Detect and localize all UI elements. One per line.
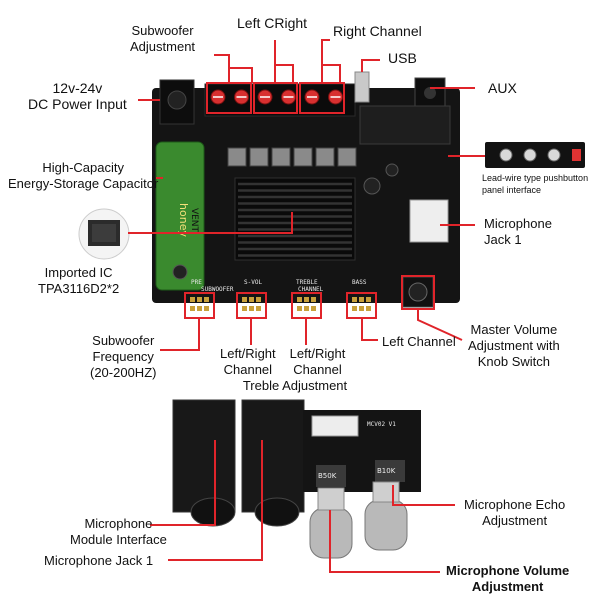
mic-jack-left — [172, 399, 236, 513]
label-right-channel: Right Channel — [333, 23, 422, 39]
label-capacitor: High-Capacity Energy-Storage Capacitor — [8, 160, 159, 191]
inductor — [293, 147, 313, 167]
label-left-cright: Left CRight — [237, 15, 308, 31]
mic-jack-right — [241, 399, 305, 513]
header-pin — [297, 297, 302, 302]
label-left-channel: Left Channel — [382, 334, 456, 349]
header-pin — [190, 306, 195, 311]
silk-label: SUBWOOFER — [201, 286, 234, 293]
header-pin — [204, 297, 209, 302]
usb-port — [354, 71, 370, 103]
terminal-screw — [210, 89, 226, 105]
header-pin — [304, 297, 309, 302]
header-pin — [197, 306, 202, 311]
pot-mark-echo: B10K — [377, 467, 396, 475]
terminal-screw — [281, 89, 296, 105]
header-pin — [352, 297, 357, 302]
push-button — [547, 148, 561, 162]
label-dc-power: 12v-24v DC Power Input — [28, 80, 127, 112]
cap-brand-text: honey — [177, 203, 190, 237]
terminal-screw — [328, 89, 343, 105]
header-pin — [204, 306, 209, 311]
callouts — [128, 39, 485, 573]
label-treble-left: Left/Right Channel — [220, 346, 276, 377]
label-mic-echo: Microphone Echo Adjustment — [464, 497, 566, 528]
header-pin — [311, 297, 316, 302]
header-pin — [366, 306, 371, 311]
pot-mark-volume: B50K — [318, 472, 337, 480]
label-subwoofer-adjustment: Subwoofer Adjustment — [130, 23, 196, 54]
silk-label: CHANNEL — [298, 286, 324, 293]
inductor — [249, 147, 269, 167]
energy-capacitor — [155, 141, 205, 291]
inductor — [271, 147, 291, 167]
header-pin — [311, 306, 316, 311]
mic-board-text: MCV02 V1 — [367, 421, 396, 428]
silk-label: TREBLE — [296, 279, 318, 286]
terminal-screw — [234, 89, 249, 105]
header-pin — [297, 306, 302, 311]
label-treble-adjustment: Left/Right Channel Treble Adjustment — [242, 346, 348, 393]
header-pin — [190, 297, 195, 302]
header-pin — [366, 297, 371, 302]
header-pin — [242, 297, 247, 302]
label-mic-jack1-top: Microphone Jack 1 — [484, 216, 552, 247]
terminal-screw — [304, 89, 320, 105]
terminal-screw — [257, 89, 273, 105]
header-pin — [256, 306, 261, 311]
header-pin — [249, 306, 254, 311]
header-pin — [359, 297, 364, 302]
push-button — [523, 148, 537, 162]
header-pin — [359, 306, 364, 311]
bluetooth-module — [359, 105, 451, 145]
label-imported-ic: Imported IC TPA3116D2*2 — [38, 265, 120, 296]
header-pin — [242, 306, 247, 311]
silk-label: PRE — [191, 279, 202, 286]
label-mic-jack1-bottom: Microphone Jack 1 — [44, 553, 154, 568]
label-master-volume: Master Volume Adjustment with Knob Switc… — [468, 322, 560, 369]
inductor — [315, 147, 335, 167]
mic-volume-pot — [316, 465, 346, 487]
mic-echo-pot — [375, 460, 405, 482]
mic-echo-knob — [364, 499, 408, 551]
cap-vent-text: VENT — [189, 208, 199, 233]
label-aux: AUX — [488, 80, 517, 96]
header-pin — [197, 297, 202, 302]
inductor — [337, 147, 357, 167]
label-mic-module: Microphone Module Interface — [70, 516, 167, 547]
label-usb: USB — [388, 50, 417, 66]
label-subwoofer-frequency: Subwoofer Frequency (20-200HZ) — [90, 333, 157, 380]
silk-label: S-VOL — [244, 279, 262, 286]
header-pin — [249, 297, 254, 302]
inductor — [227, 147, 247, 167]
header-pin — [352, 306, 357, 311]
label-pushbutton-panel: Lead-wire type pushbutton panel interfac… — [482, 173, 589, 195]
header-pin — [304, 306, 309, 311]
mic-connector — [409, 199, 449, 243]
push-button — [499, 148, 513, 162]
panel-led — [572, 149, 581, 161]
silk-label: BASS — [352, 279, 367, 286]
header-pin — [256, 297, 261, 302]
label-mic-volume: Microphone Volume Adjustment — [446, 563, 570, 594]
